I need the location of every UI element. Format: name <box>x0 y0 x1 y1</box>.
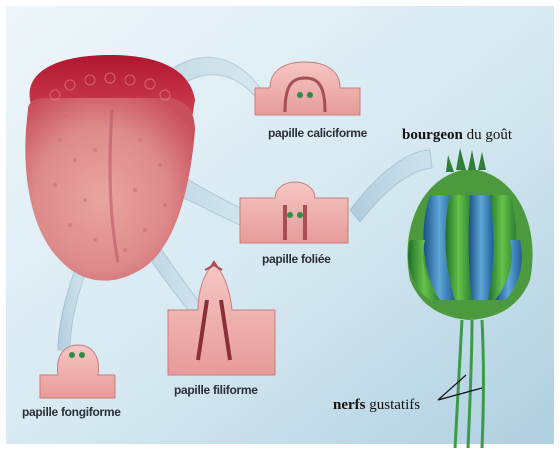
label-papille-fongiforme: papille fongiforme <box>22 405 121 419</box>
label-papille-caliciforme: papille caliciforme <box>268 126 367 140</box>
label-papille-filiforme: papille filiforme <box>174 383 258 397</box>
label-nerfs-gustatifs: nerfs gustatifs <box>333 397 420 414</box>
label-papille-foliee: papille foliée <box>262 252 331 266</box>
label-bourgeon-du-gout: bourgeon du goût <box>402 127 512 144</box>
